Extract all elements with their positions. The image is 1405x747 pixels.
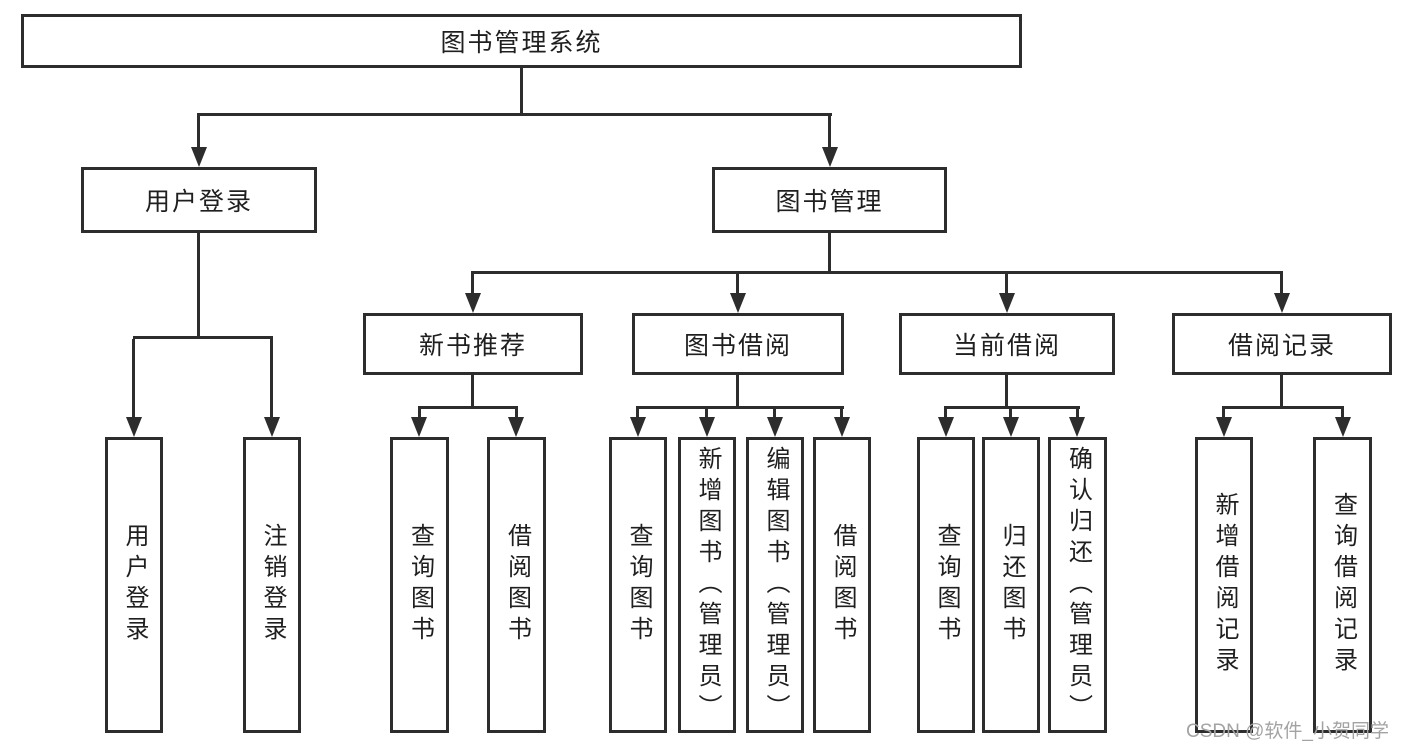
node-borrowing-records: 借阅记录 (1172, 313, 1392, 375)
connector-hline (197, 113, 832, 116)
watermark: CSDN @软件_小贺同学 (1186, 721, 1389, 742)
arrowhead-down-icon (1274, 293, 1290, 313)
connector-vline (418, 409, 421, 417)
connector-vline (705, 409, 708, 417)
arrowhead-down-icon (1069, 417, 1085, 437)
node-label: 借阅记录 (1227, 332, 1336, 360)
node-query-books: 查询图书 (390, 437, 449, 733)
arrowhead-down-icon (834, 417, 850, 437)
connector-vline (1280, 375, 1283, 406)
arrowhead-down-icon (630, 417, 646, 437)
node-label: 新增图书（管理员） (694, 445, 721, 725)
connector-vline (828, 116, 831, 148)
arrowhead-down-icon (999, 293, 1015, 313)
arrowhead-down-icon (699, 417, 715, 437)
node-label: 借阅图书 (829, 523, 856, 647)
connector-vline (840, 409, 843, 417)
connector-vline (1341, 409, 1344, 417)
connector-hline (418, 406, 518, 409)
node-label: 图书借阅 (683, 332, 792, 360)
connector-hline (944, 406, 1080, 409)
arrowhead-down-icon (411, 417, 427, 437)
node-label: 新书推荐 (418, 332, 527, 360)
node-library-management-system: 图书管理系统 (21, 14, 1022, 68)
node-label: 编辑图书（管理员） (762, 445, 789, 725)
connector-vline (270, 339, 273, 417)
node-label: 借阅图书 (503, 523, 531, 647)
node-add-borrow-record: 新增借阅记录 (1195, 437, 1253, 733)
arrowhead-down-icon (465, 293, 481, 313)
connector-vline (197, 116, 200, 148)
node-label: 确认归还（管理员） (1064, 445, 1092, 725)
node-new-book-recommendation: 新书推荐 (363, 313, 583, 375)
node-label: 图书管理 (775, 188, 884, 216)
node-confirm-return-admin: 确认归还（管理员） (1048, 437, 1107, 733)
connector-vline (773, 409, 776, 417)
connector-vline (1009, 409, 1012, 417)
connector-vline (197, 233, 200, 336)
node-borrow-books: 借阅图书 (813, 437, 871, 733)
node-label: 注销登录 (259, 523, 286, 647)
arrowhead-down-icon (264, 417, 280, 437)
node-label: 当前借阅 (952, 332, 1061, 360)
node-label: 查询图书 (933, 523, 960, 647)
arrowhead-down-icon (730, 293, 746, 313)
node-return-book: 归还图书 (982, 437, 1040, 733)
node-label: 查询图书 (406, 523, 434, 647)
arrowhead-down-icon (822, 147, 838, 167)
arrowhead-down-icon (1335, 417, 1351, 437)
connector-vline (736, 274, 739, 293)
node-label: 查询图书 (625, 523, 652, 647)
node-current-borrowing: 当前借阅 (899, 313, 1115, 375)
arrowhead-down-icon (938, 417, 954, 437)
connector-vline (828, 233, 831, 271)
connector-vline (1280, 274, 1283, 293)
node-label: 查询借阅记录 (1329, 492, 1357, 678)
node-label: 用户登录 (121, 523, 148, 647)
node-book-borrowing: 图书借阅 (632, 313, 844, 375)
arrowhead-down-icon (191, 147, 207, 167)
node-user-login-leaf: 用户登录 (105, 437, 163, 733)
connector-vline (1005, 375, 1008, 406)
node-user-login: 用户登录 (81, 167, 317, 233)
connector-vline (132, 339, 135, 417)
connector-hline (1222, 406, 1344, 409)
node-label: 新增借阅记录 (1211, 492, 1238, 678)
node-borrow-books: 借阅图书 (487, 437, 546, 733)
connector-vline (636, 409, 639, 417)
node-query-books: 查询图书 (609, 437, 667, 733)
node-query-books: 查询图书 (917, 437, 975, 733)
connector-hline (471, 271, 1283, 274)
node-label: 用户登录 (144, 188, 253, 216)
node-book-management: 图书管理 (712, 167, 947, 233)
node-label: 图书管理系统 (440, 29, 603, 57)
arrowhead-down-icon (1003, 417, 1019, 437)
arrowhead-down-icon (508, 417, 524, 437)
connector-vline (944, 409, 947, 417)
arrowhead-down-icon (1216, 417, 1232, 437)
node-edit-book-admin: 编辑图书（管理员） (746, 437, 804, 733)
connector-hline (133, 336, 273, 339)
connector-vline (520, 68, 523, 114)
node-label: 归还图书 (998, 523, 1025, 647)
connector-vline (515, 409, 518, 417)
connector-vline (1005, 274, 1008, 293)
node-logout-leaf: 注销登录 (243, 437, 301, 733)
connector-vline (736, 375, 739, 406)
connector-vline (1076, 409, 1079, 417)
connector-vline (1222, 409, 1225, 417)
arrowhead-down-icon (767, 417, 783, 437)
arrowhead-down-icon (126, 417, 142, 437)
node-query-borrow-record: 查询借阅记录 (1313, 437, 1372, 733)
connector-vline (471, 375, 474, 406)
connector-hline (636, 406, 844, 409)
node-add-book-admin: 新增图书（管理员） (678, 437, 736, 733)
connector-vline (471, 274, 474, 293)
